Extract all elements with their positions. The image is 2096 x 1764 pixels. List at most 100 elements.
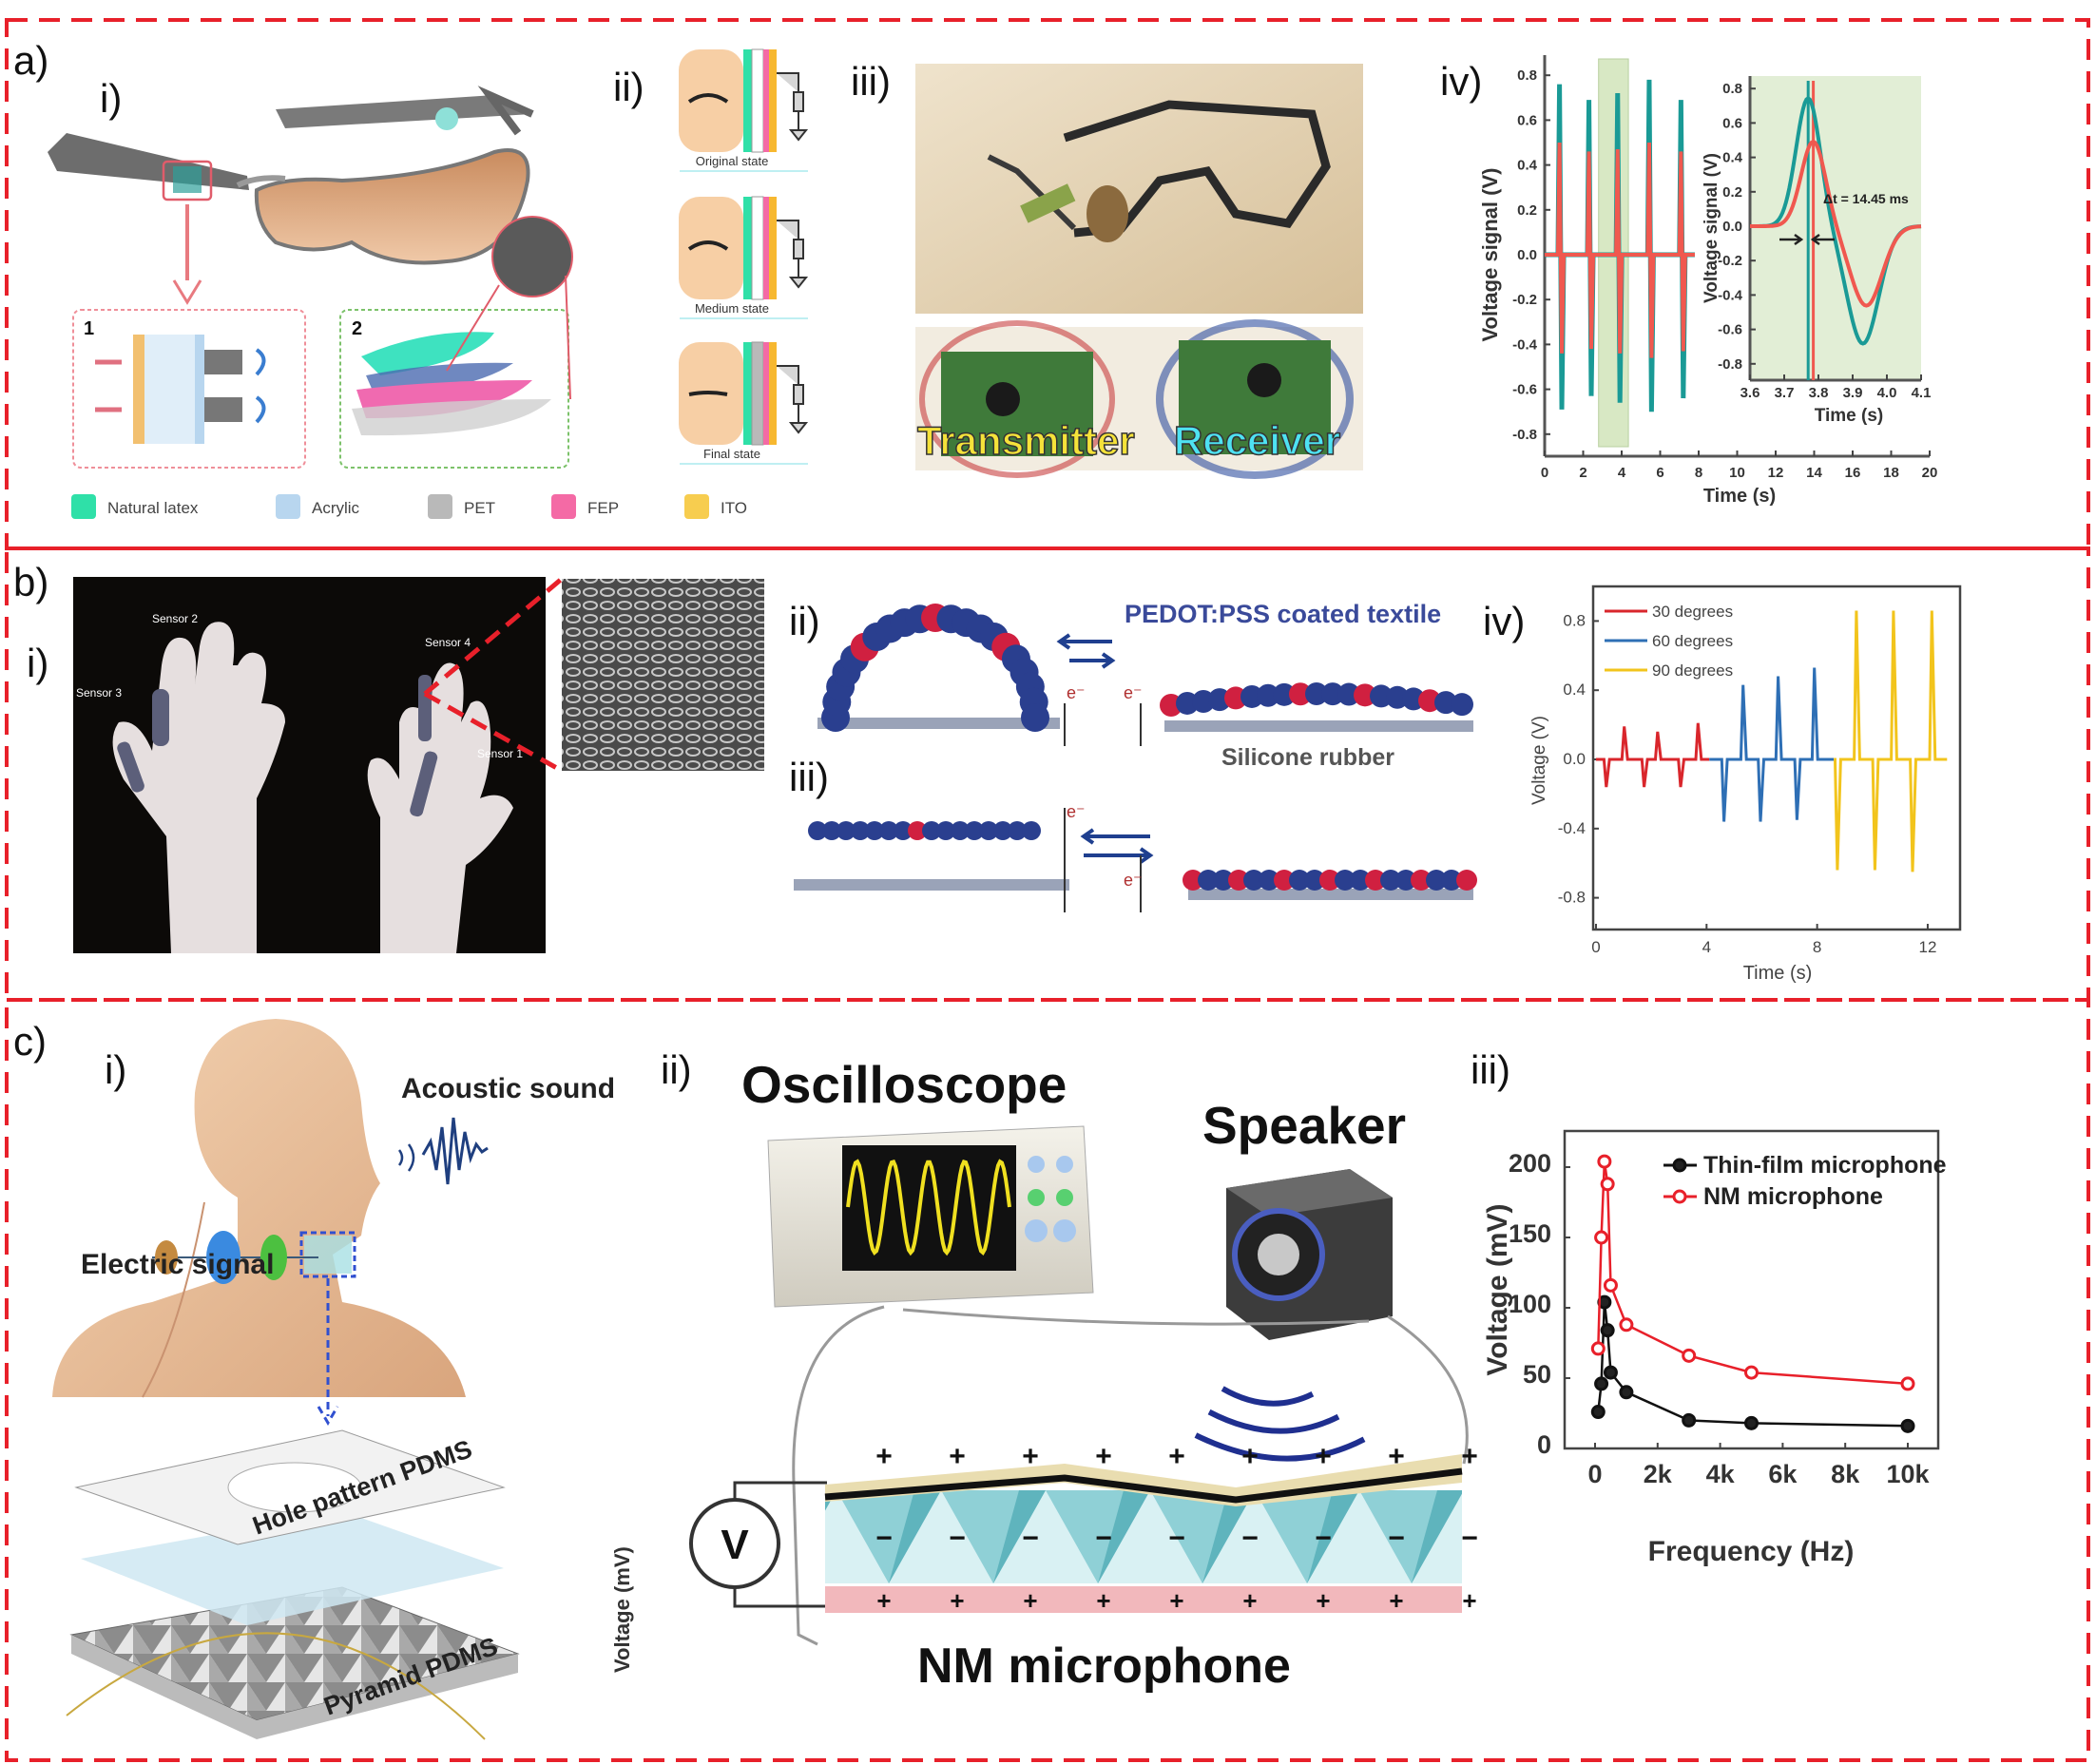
inset-series-red bbox=[1750, 139, 1922, 308]
textile-fiber bbox=[1441, 870, 1462, 891]
plus-sign: + bbox=[1388, 1441, 1405, 1472]
y-tick-label: 0.6 bbox=[1722, 115, 1742, 131]
textile-fiber bbox=[1456, 870, 1477, 891]
x-tick-label: 12 bbox=[1918, 938, 1936, 956]
panel-c-ii-label: ii) bbox=[661, 1047, 692, 1092]
silicone-label: Silicone rubber bbox=[1221, 744, 1394, 771]
inset-box-2-label: 2 bbox=[352, 318, 362, 339]
x-tick-label: 4.1 bbox=[1912, 385, 1932, 401]
x-tick-label: 4.0 bbox=[1877, 385, 1897, 401]
plus-sign: + bbox=[1096, 1586, 1110, 1615]
y-tick-label: 0.8 bbox=[1517, 67, 1537, 84]
panel-a-label: a) bbox=[13, 38, 48, 83]
voltmeter: V bbox=[689, 1498, 780, 1589]
textile-fiber bbox=[1183, 870, 1203, 891]
panel-frames bbox=[5, 18, 2090, 1762]
data-point bbox=[1682, 1412, 1697, 1428]
sensor-label: Sensor 2 bbox=[152, 612, 198, 625]
x-tick-label: 6k bbox=[1768, 1460, 1798, 1488]
eye-icon bbox=[687, 240, 729, 251]
electric-signal-label: Electric signal bbox=[81, 1249, 274, 1280]
textile-fiber bbox=[1426, 870, 1447, 891]
plus-sign: + bbox=[1022, 1441, 1039, 1472]
plus-sign: + bbox=[1316, 1586, 1330, 1615]
face-shape bbox=[679, 49, 743, 152]
panel-b-ii-label: ii) bbox=[789, 599, 820, 643]
y-tick-label: -0.8 bbox=[1512, 427, 1537, 443]
data-point bbox=[1619, 1385, 1634, 1400]
voltmeter-label: V bbox=[721, 1522, 749, 1568]
legend-swatch bbox=[428, 494, 452, 519]
data-point bbox=[1600, 1177, 1615, 1192]
y-tick-label: -0.4 bbox=[1718, 287, 1743, 303]
minus-sign: − bbox=[1168, 1523, 1185, 1554]
face-shape bbox=[679, 197, 743, 299]
panel-a-frame bbox=[5, 18, 2090, 550]
y-tick-label: -0.4 bbox=[1512, 336, 1538, 353]
plus-sign: + bbox=[1462, 1586, 1476, 1615]
eye-icon bbox=[688, 391, 728, 396]
textile-fiber bbox=[1411, 870, 1432, 891]
circuit-wires bbox=[733, 1305, 1469, 1646]
y-tick-label: -0.6 bbox=[1512, 382, 1537, 398]
textile-fiber bbox=[1259, 870, 1279, 891]
series-line bbox=[1597, 1301, 1909, 1428]
textile-fiber bbox=[1354, 683, 1376, 707]
textile-fiber bbox=[1289, 870, 1310, 891]
plus-sign: + bbox=[1023, 1586, 1037, 1615]
legend-swatch bbox=[684, 494, 709, 519]
electron-label: e⁻ bbox=[1067, 683, 1086, 702]
state-caption: Final state bbox=[703, 447, 760, 461]
resistor-ground-icon bbox=[777, 365, 809, 434]
fep-layer bbox=[763, 197, 769, 299]
latex-layer bbox=[743, 342, 752, 445]
textile-fiber bbox=[1451, 693, 1473, 717]
plot-frame bbox=[1563, 1129, 1940, 1450]
y-tick-label: -0.6 bbox=[1718, 322, 1742, 338]
x-axis-title: Time (s) bbox=[1703, 486, 1776, 507]
glasses-photo bbox=[915, 64, 1363, 314]
y-tick-label: 0.4 bbox=[1517, 158, 1538, 174]
electron-label: e⁻ bbox=[1124, 871, 1143, 890]
x-tick-label: 8 bbox=[1813, 938, 1821, 956]
y-tick-label: 0.8 bbox=[1722, 81, 1742, 97]
legend-marker bbox=[1672, 1158, 1687, 1173]
textile-fiber bbox=[1274, 870, 1295, 891]
textile-fiber bbox=[1022, 821, 1041, 840]
y-tick-label: 0.0 bbox=[1517, 247, 1537, 263]
plus-sign: + bbox=[876, 1586, 891, 1615]
data-point bbox=[1682, 1348, 1697, 1363]
textile-fiber bbox=[1021, 703, 1049, 732]
gap-layer bbox=[751, 48, 764, 153]
electron-label: e⁻ bbox=[1124, 683, 1143, 702]
panel-b-iv-label: iv) bbox=[1483, 599, 1525, 643]
inset-box-1-label: 1 bbox=[84, 318, 94, 339]
panel-a-ii-label: ii) bbox=[613, 65, 644, 109]
y-tick-label: 0.2 bbox=[1722, 184, 1742, 201]
oscilloscope-illustration bbox=[767, 1125, 1094, 1308]
y-tick-label: 0.4 bbox=[1563, 681, 1586, 699]
data-point bbox=[1619, 1317, 1634, 1333]
minus-sign: − bbox=[949, 1523, 966, 1554]
x-tick-label: 4 bbox=[1702, 938, 1711, 956]
textile-fiber bbox=[1319, 870, 1340, 891]
state-caption: Medium state bbox=[695, 301, 769, 316]
y-tick-label: 0.8 bbox=[1563, 611, 1586, 629]
textile-fiber bbox=[1337, 682, 1360, 706]
y-tick-label: 0 bbox=[1537, 1430, 1551, 1459]
textile-fiber bbox=[1321, 682, 1344, 706]
x-tick-label: 3.6 bbox=[1740, 385, 1760, 401]
textile-fiber bbox=[936, 821, 955, 840]
plot-frame bbox=[1591, 585, 1962, 931]
x-tick-label: 18 bbox=[1883, 465, 1899, 481]
plus-sign: + bbox=[1389, 1586, 1403, 1615]
nm-microphone-label: NM microphone bbox=[917, 1639, 1291, 1694]
latex-layer bbox=[743, 197, 752, 299]
legend-label: Acrylic bbox=[312, 499, 360, 517]
y-tick-label: -0.8 bbox=[1558, 889, 1586, 907]
x-tick-label: 3.9 bbox=[1843, 385, 1863, 401]
